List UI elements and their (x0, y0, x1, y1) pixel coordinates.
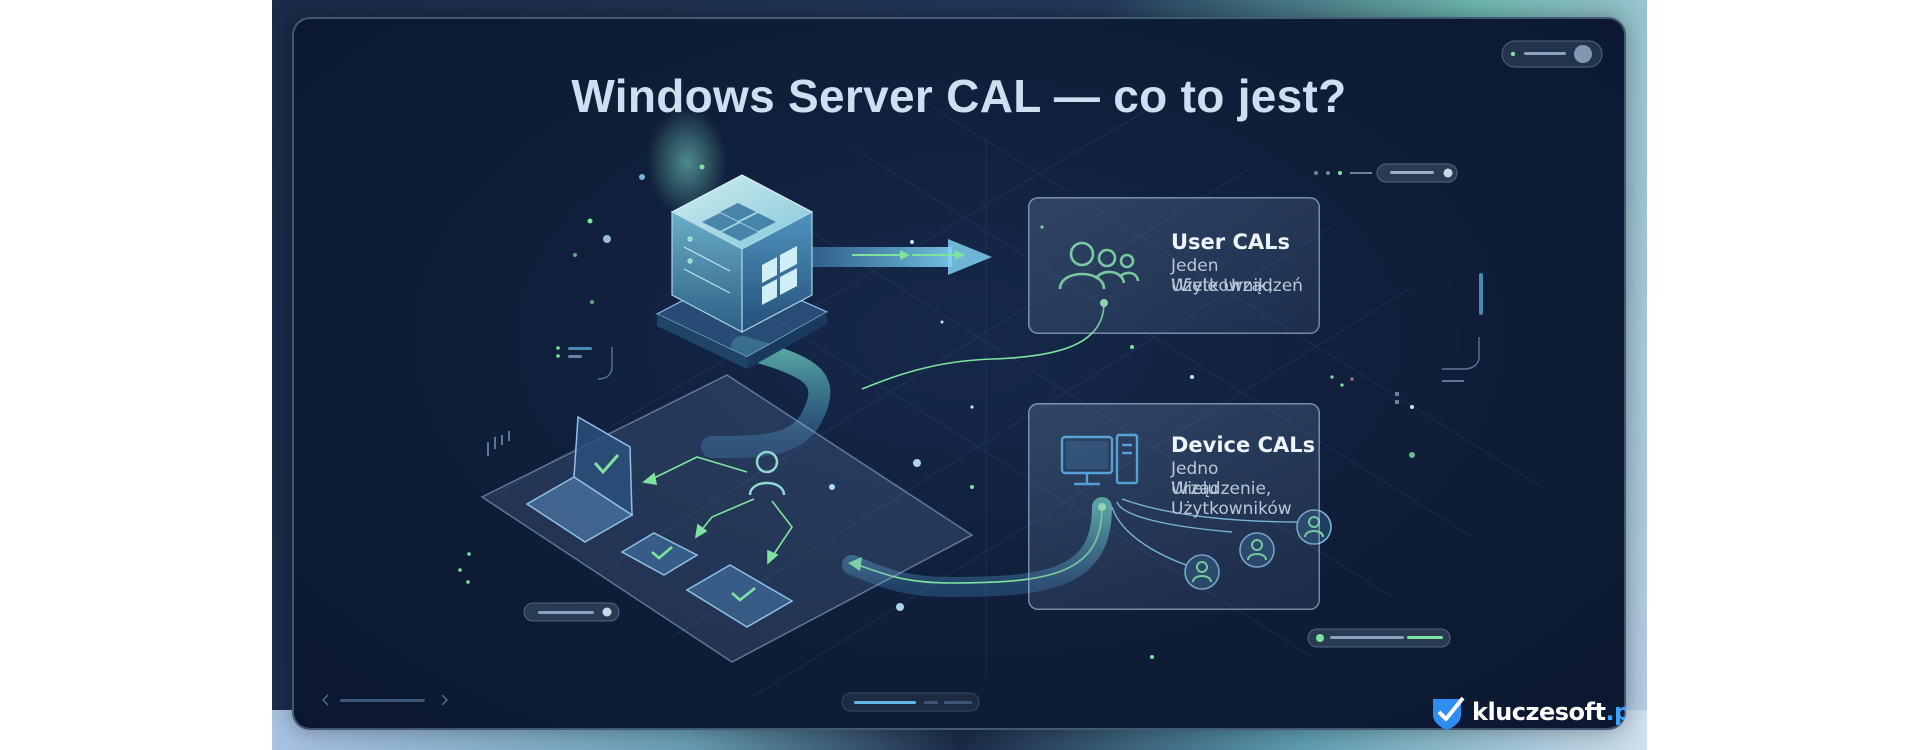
device-cals-line-1: Jedno Urządzenie, (1171, 459, 1272, 499)
kluczesoft-logo-icon (1433, 696, 1465, 730)
diagram-title: Windows Server CAL — co to jest? (571, 70, 1347, 122)
checkmark-icon (651, 546, 673, 560)
background-canvas: Windows Server CAL — co to jest? User CA… (272, 0, 1647, 750)
device-cals-card: Device CALs Jedno Urządzenie, Wielu Użyt… (1028, 403, 1320, 610)
decorative-ui-chrome (321, 40, 1603, 712)
device-cals-title: Device CALs (1171, 433, 1316, 457)
user-device-links (642, 456, 793, 565)
tablet-icon (620, 532, 699, 576)
diagram-panel: Windows Server CAL — co to jest? User CA… (292, 17, 1626, 730)
checkmark-icon (593, 454, 620, 475)
laptop-icon (525, 415, 634, 543)
desktop-computer-icon (1060, 433, 1139, 486)
user-icon (1296, 509, 1332, 545)
user-cals-pin (1100, 299, 1108, 307)
link-user-cals (861, 302, 1105, 390)
user-cals-line-1: Jeden Użytkownik, (1171, 256, 1274, 296)
user-icon (1184, 554, 1220, 590)
kluczesoft-logo: kluczesoft.pl (1430, 692, 1626, 730)
user-icon (748, 450, 786, 496)
decorative-particles (458, 164, 1415, 659)
pipe-device-cals (842, 497, 1112, 598)
user-cals-card: User CALs Jeden Użytkownik, Wiele Urządz… (1028, 197, 1320, 334)
device-cals-pin (1098, 503, 1106, 511)
checkmark-icon (731, 586, 756, 602)
brand-name: kluczesoft.pl (1472, 698, 1626, 726)
device-cals-line-2: Wielu Użytkowników (1171, 479, 1292, 519)
user-cals-line-2: Wiele Urządzeń (1171, 276, 1303, 296)
user-cals-title: User CALs (1171, 230, 1291, 254)
user-icon (1239, 532, 1275, 568)
diagram-scene (321, 40, 1603, 712)
tablet-icon (685, 564, 794, 628)
pipe-server-to-devices (701, 336, 831, 458)
brand-tld: .pl (1605, 698, 1626, 726)
device-user-links (1111, 498, 1303, 568)
windows-server-icon (655, 174, 829, 369)
users-group-icon (1058, 241, 1140, 290)
